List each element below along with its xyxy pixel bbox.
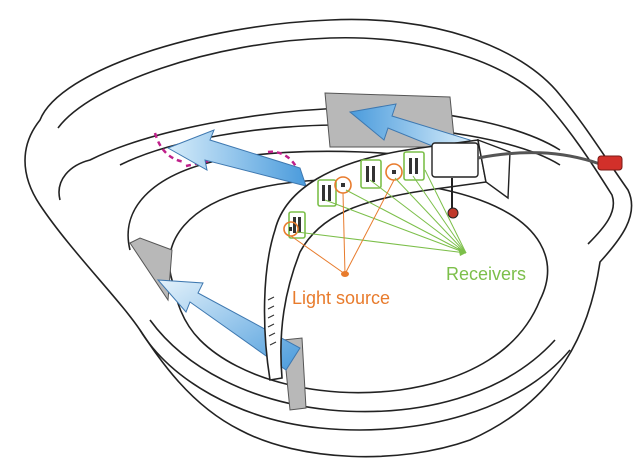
receiver-3: [360, 159, 382, 189]
plate-left-bottom: [129, 237, 173, 302]
receiver-2: [317, 179, 337, 207]
helmet-crown-line: [58, 107, 561, 201]
sensor-band: [263, 138, 623, 381]
band-pattern: [267, 296, 277, 346]
arrow-top-left: [166, 129, 307, 187]
cable: [477, 151, 601, 166]
helmet-lower-rim-inner: [149, 319, 556, 413]
helmet-outer-outline: [24, 18, 633, 458]
receiver-1: [288, 211, 306, 239]
receiver-glyphs: [293, 158, 418, 233]
receivers-label: Receivers: [446, 264, 527, 284]
helmet-inner-opening: [168, 178, 549, 394]
electronics-module: [431, 142, 479, 178]
receiver-4: [403, 151, 425, 181]
strap-knob: [447, 207, 459, 219]
receivers: [288, 151, 425, 239]
emitter-dots: [289, 170, 396, 231]
light-source-dot: [341, 271, 349, 277]
helmet-brim-inner-line: [57, 36, 615, 245]
receiver-rays: [296, 169, 467, 254]
cable-plug: [597, 155, 623, 171]
band-body: [263, 139, 487, 381]
light-source-label: Light source: [292, 288, 391, 308]
helmet-lower-rim: [139, 329, 571, 431]
light-rays: [290, 179, 395, 275]
receivers-pointer: [458, 247, 466, 256]
helmet-shell: [24, 18, 633, 458]
